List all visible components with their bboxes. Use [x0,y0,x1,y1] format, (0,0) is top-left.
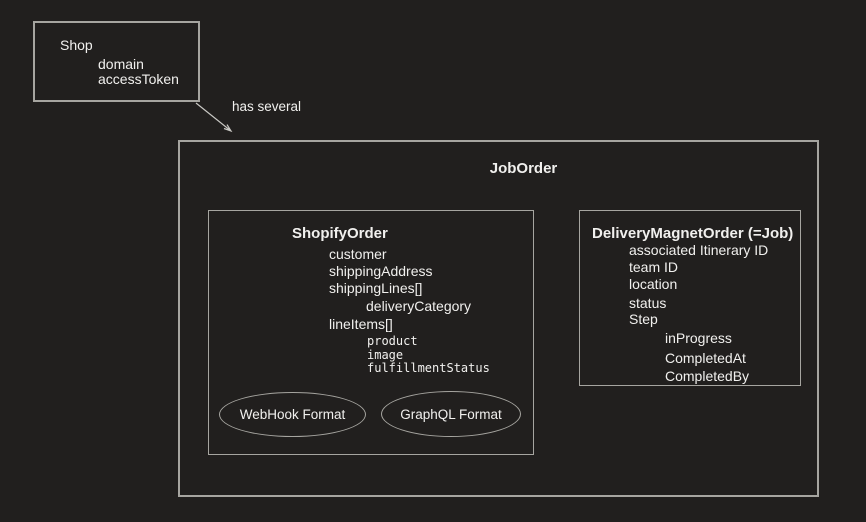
field-completed-by: CompletedBy [665,368,750,384]
field-delivery-category: deliveryCategory [366,298,472,314]
webhook-format-label: WebHook Format [239,407,346,422]
graphql-format-label: GraphQL Format [400,406,502,422]
job-order-box: JobOrder ShopifyOrder customer shippingA… [178,140,819,497]
field-product: product [367,334,418,348]
shopify-order-title: ShopifyOrder [292,225,388,242]
field-in-progress: inProgress [665,330,732,346]
field-customer: customer [329,246,387,262]
webhook-format-ellipse: WebHook Format [219,392,366,437]
graphql-format-ellipse: GraphQL Format [381,391,521,437]
field-status: status [629,295,667,311]
field-domain: domain [98,56,144,72]
field-completed-at: CompletedAt [665,350,746,366]
shop-title: Shop [60,37,93,53]
field-line-items: lineItems[] [329,316,393,332]
field-shipping-address: shippingAddress [329,263,433,279]
job-order-title: JobOrder [489,160,558,177]
field-step: Step [629,311,658,327]
delivery-magnet-order-title: DeliveryMagnetOrder (=Job) [592,225,794,242]
field-associated-itinerary-id: associated Itinerary ID [629,242,769,258]
field-image: image [367,348,404,362]
delivery-magnet-order-box: DeliveryMagnetOrder (=Job) associated It… [579,210,801,386]
relation-label: has several [232,99,302,114]
field-team-id: team ID [629,259,679,275]
field-location: location [629,276,678,292]
shopify-order-box: ShopifyOrder customer shippingAddress sh… [208,210,534,455]
shop-entity-box: Shop domain accessToken [33,21,200,102]
field-access-token: accessToken [98,71,179,87]
has-several-arrow-icon [195,102,233,133]
field-fulfillment-status: fulfillmentStatus [367,361,490,375]
field-shipping-lines: shippingLines[] [329,280,423,296]
